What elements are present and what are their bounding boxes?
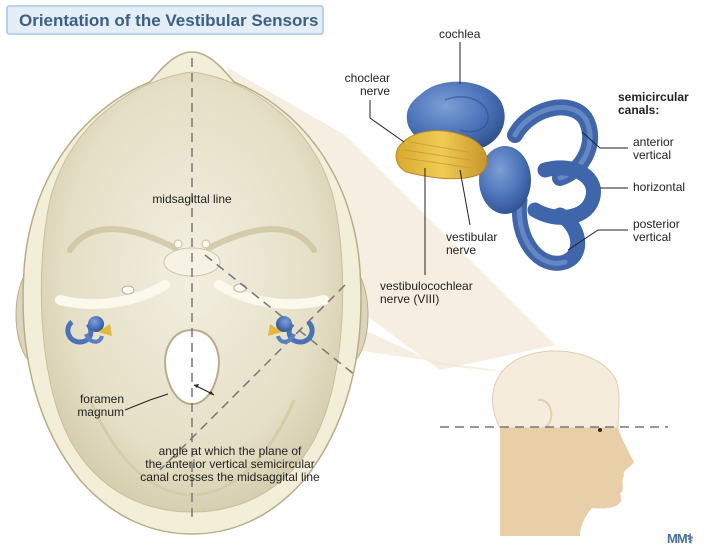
leader-posterior xyxy=(567,229,628,251)
petrous-ridge-left xyxy=(55,280,170,310)
inner-ear-large xyxy=(395,81,601,271)
label-vestibular-1: vestibular xyxy=(446,230,498,244)
anterior-fossa-left xyxy=(67,226,178,253)
inner-ear-right xyxy=(268,316,315,345)
label-anterior-1: anterior xyxy=(633,135,674,149)
label-cochlear-nerve-1: choclear xyxy=(344,71,390,85)
label-horizontal: horizontal xyxy=(633,180,686,194)
label-cochlear-nerve-2: nerve xyxy=(359,84,390,98)
label-vestibulocochlear-2: nerve (VIII) xyxy=(380,292,440,306)
plane-line-right xyxy=(204,254,356,376)
label-angle-2: the anterior vertical semicircular xyxy=(145,457,315,471)
page-title: Orientation of the Vestibular Sensors xyxy=(19,11,319,30)
inner-ear-left xyxy=(65,316,112,345)
label-vestibulocochlear-1: vestibulocochlear xyxy=(380,279,473,293)
head-lower-skin xyxy=(500,428,634,536)
head-upper-transparent xyxy=(492,350,620,429)
plane-line-cross xyxy=(159,284,346,471)
leader-foramen xyxy=(124,393,169,411)
leader-vestibular xyxy=(459,169,471,226)
label-anterior-2: vertical xyxy=(633,148,672,162)
title-box: Orientation of the Vestibular Sensors xyxy=(6,5,324,35)
label-cochlea: cochlea xyxy=(439,27,481,41)
label-semicircular-2: canals: xyxy=(618,103,660,117)
label-posterior-1: posterior xyxy=(633,217,680,231)
leader-anterior xyxy=(581,131,628,149)
petrous-ridge-right xyxy=(214,280,329,310)
label-posterior-2: vertical xyxy=(633,230,672,244)
vestibule xyxy=(479,146,531,214)
anterior-fossa-right xyxy=(206,226,317,253)
label-angle-1: angle at which the plane of xyxy=(158,444,302,458)
label-angle-3: canal crosses the midsaggital line xyxy=(140,470,320,484)
head-profile xyxy=(440,350,668,536)
label-vestibular-2: nerve xyxy=(446,243,477,257)
label-foramen-2: magnum xyxy=(77,405,124,419)
brand-logo: MM⚕ xyxy=(667,531,694,546)
label-foramen-1: foramen xyxy=(79,392,124,406)
label-semicircular-1: semicircular xyxy=(618,90,689,104)
leader-cochlear-nerve xyxy=(369,100,405,143)
label-midsagittal-line: midsagittal line xyxy=(152,192,232,206)
